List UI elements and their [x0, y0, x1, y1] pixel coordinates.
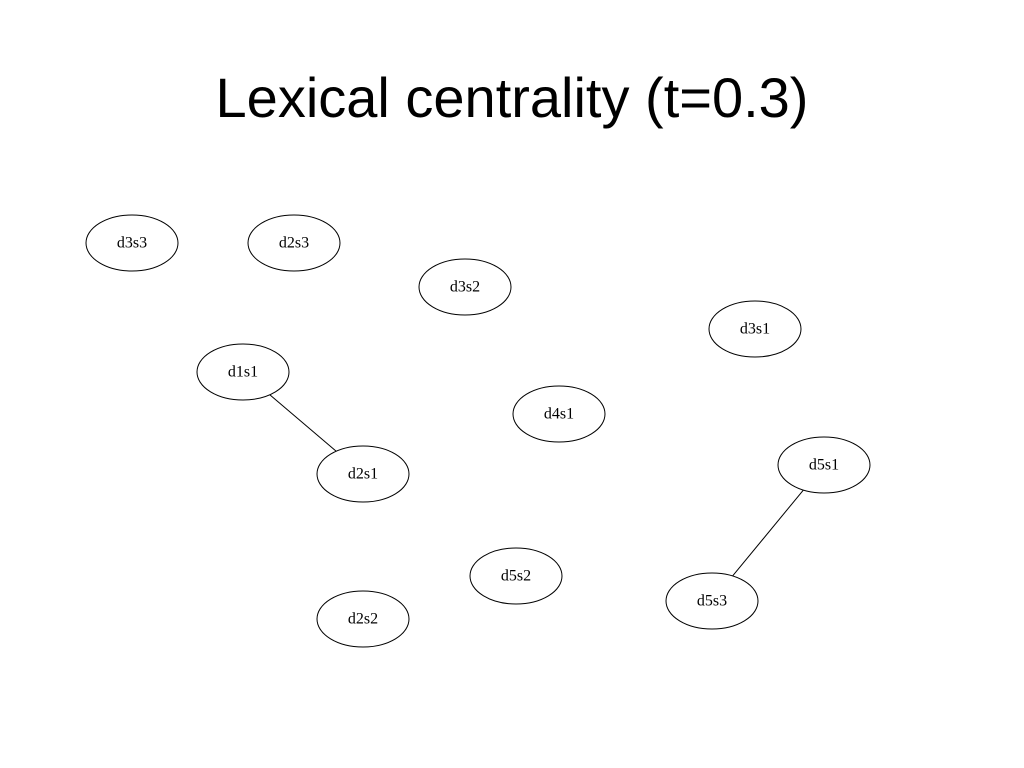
node-d2s2: d2s2 [316, 590, 410, 648]
node-label: d2s2 [348, 611, 378, 628]
node-ellipse [469, 547, 563, 605]
node-ellipse [512, 385, 606, 443]
node-d5s1: d5s1 [777, 436, 871, 494]
node-ellipse [85, 214, 179, 272]
node-label: d3s3 [117, 235, 147, 252]
edge-d1s1-d2s1 [269, 394, 337, 452]
node-label: d3s1 [740, 321, 770, 338]
node-d4s1: d4s1 [512, 385, 606, 443]
graph-edges [269, 394, 804, 577]
node-ellipse [196, 343, 290, 401]
node-label: d2s1 [348, 466, 378, 483]
node-d2s1: d2s1 [316, 445, 410, 503]
node-d1s1: d1s1 [196, 343, 290, 401]
node-label: d5s3 [697, 593, 727, 610]
node-label: d3s2 [450, 279, 480, 296]
node-d3s1: d3s1 [708, 300, 802, 358]
node-ellipse [316, 590, 410, 648]
node-ellipse [418, 258, 512, 316]
node-label: d5s2 [501, 568, 531, 585]
graph-nodes: d3s3 d2s3 d3s2 d3s1 d1s1 d4s1 d2s1 d5s1 d5s2 d5s3… [85, 214, 871, 648]
node-label: d2s3 [279, 235, 309, 252]
edge-d5s1-d5s3 [732, 489, 804, 577]
node-label: d5s1 [809, 457, 839, 474]
node-d5s2: d5s2 [469, 547, 563, 605]
node-d3s3: d3s3 [85, 214, 179, 272]
node-ellipse [665, 572, 759, 630]
node-ellipse [247, 214, 341, 272]
node-ellipse [316, 445, 410, 503]
node-label: d4s1 [544, 406, 574, 423]
node-d2s3: d2s3 [247, 214, 341, 272]
node-d5s3: d5s3 [665, 572, 759, 630]
node-label: d1s1 [228, 364, 258, 381]
node-ellipse [777, 436, 871, 494]
node-d3s2: d3s2 [418, 258, 512, 316]
slide-title: Lexical centrality (t=0.3) [215, 66, 809, 129]
node-ellipse [708, 300, 802, 358]
